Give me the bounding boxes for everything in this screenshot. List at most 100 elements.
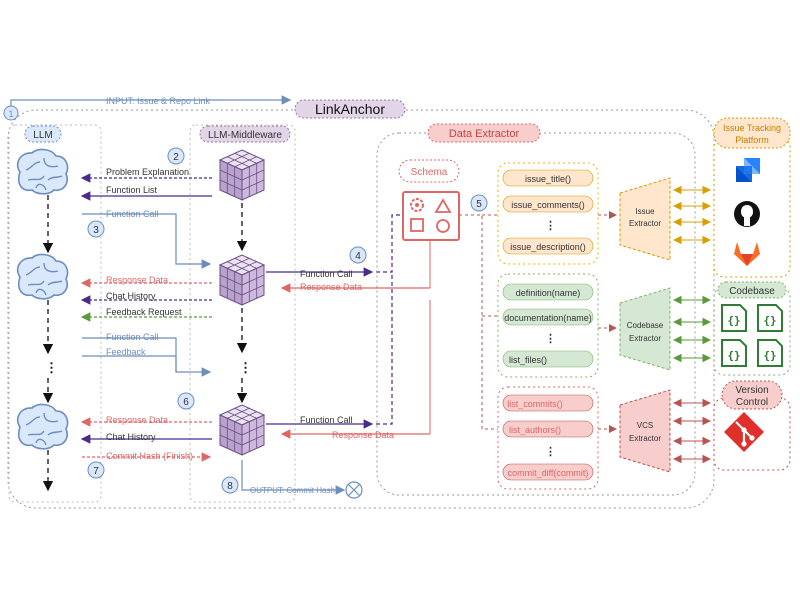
message-label: Response Data (300, 282, 362, 292)
codebase-extractor (619, 287, 671, 371)
codebase-label: Codebase (729, 286, 775, 297)
function-name: list_authors() (509, 425, 561, 435)
function-name: issue_title() (525, 174, 571, 184)
step-number: 4 (355, 251, 361, 262)
data-extractor-badge (427, 123, 541, 143)
issue-functions-group (497, 162, 599, 265)
function-pill (502, 420, 594, 438)
ellipsis: ⋮ (545, 446, 556, 458)
function-pill (502, 394, 594, 412)
dispatch-connector (459, 214, 498, 430)
extractor-label: Extractor (629, 219, 661, 228)
message-label: Function Call (300, 415, 353, 425)
extractor-label: Extractor (629, 434, 661, 443)
git-icon (724, 412, 764, 452)
llm-label: LLM (33, 130, 52, 141)
message-label: Feedback (106, 347, 146, 357)
message-arrow (82, 355, 177, 372)
extractor-label: VCS (637, 421, 653, 430)
vcs-connectors (672, 398, 712, 464)
codebase-badge (717, 281, 787, 299)
gitlab-icon (734, 242, 760, 266)
vcs-badge (721, 380, 783, 410)
schema-label: Schema (411, 167, 448, 178)
ellipsis: ⋮ (545, 220, 556, 232)
codebase-panel (713, 286, 791, 376)
message-label: Commit Hash (Finish) (106, 451, 193, 461)
step-number: 5 (476, 199, 482, 210)
output-arrow (241, 460, 346, 495)
function-pill (502, 169, 594, 187)
github-icon (734, 201, 760, 227)
function-call-arrow (376, 214, 402, 273)
issue-connectors (672, 185, 712, 245)
vcs-label: Control (736, 397, 768, 408)
function-name: issue_comments() (511, 200, 585, 210)
data-extractor-label: Data Extractor (449, 128, 520, 140)
cube-icon (219, 254, 265, 306)
function-name: list_commits() (507, 399, 563, 409)
message-arrow (82, 213, 212, 269)
jira-icon (736, 158, 760, 182)
step-badge (349, 246, 367, 264)
end-icon (348, 484, 360, 496)
middleware-badge (199, 125, 291, 143)
step-badge (87, 220, 105, 238)
extractor-label: Codebase (627, 321, 664, 330)
schema-badge (398, 159, 460, 183)
function-pill (502, 463, 594, 481)
step-number: 3 (93, 225, 99, 236)
message-label: Response Data (106, 415, 168, 425)
step-badge (177, 392, 195, 410)
issue-platform-panel (713, 136, 791, 278)
function-pill (502, 283, 594, 301)
ellipsis: ⋮ (45, 360, 58, 375)
function-name: list_files() (509, 355, 547, 365)
code-file-icon (757, 339, 783, 367)
function-name: issue_description() (510, 242, 586, 252)
step-badge (87, 461, 105, 479)
page-title: LinkAnchor (315, 101, 385, 117)
message-label: Function Call (300, 269, 353, 279)
codebase-functions-group (497, 273, 599, 378)
message-label: Chat History (106, 432, 156, 442)
step-number: 2 (173, 152, 179, 163)
vcs-extractor (619, 389, 671, 473)
issue-extractor (619, 177, 671, 261)
function-pill (502, 237, 594, 255)
message-label: Feedback Request (106, 307, 182, 317)
function-pill (502, 308, 594, 326)
message-label: Function List (106, 185, 158, 195)
ellipsis: ⋮ (545, 333, 556, 345)
issue-platform-label: Issue Tracking (723, 123, 781, 133)
cube-icon (219, 404, 265, 456)
brain-icon (16, 403, 69, 450)
brain-icon (16, 253, 69, 300)
extractor-label: Issue (635, 207, 655, 216)
code-file-icon (721, 304, 747, 332)
vcs-label: Version (735, 385, 768, 396)
step-badge (221, 476, 239, 494)
schema-icon (402, 191, 460, 241)
message-arrow (82, 337, 212, 377)
message-label: Function Call (106, 209, 159, 219)
step-number: 7 (93, 466, 99, 477)
step-badge (470, 194, 488, 212)
message-label: Function Call (106, 332, 159, 342)
codebase-connectors (672, 295, 712, 363)
llm-badge (24, 125, 62, 143)
issue-platform-label: Platform (735, 135, 769, 145)
middleware-panel (189, 124, 296, 503)
function-name: documentation(name) (504, 313, 592, 323)
input-label: INPUT: Issue & Repo Link (106, 96, 211, 106)
step-badge (167, 147, 185, 165)
llm-panel (8, 124, 102, 503)
message-label: Response Data (106, 275, 168, 285)
brain-icon (16, 148, 69, 195)
function-name: commit_diff(commit) (508, 468, 589, 478)
linkanchor-title-badge (294, 99, 406, 119)
vcs-functions-group (497, 386, 599, 490)
function-pill (502, 350, 594, 368)
function-pill (502, 195, 594, 213)
